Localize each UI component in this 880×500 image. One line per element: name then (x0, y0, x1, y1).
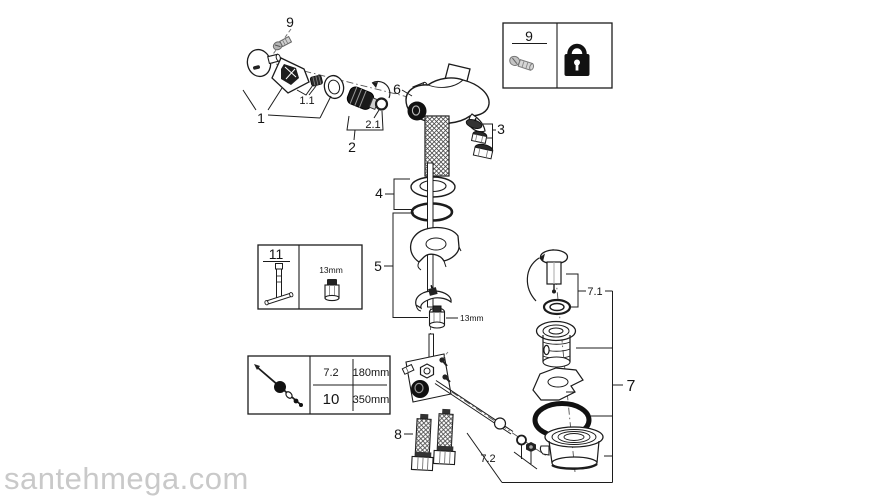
lock-box-number: 9 (525, 28, 533, 44)
bracket-7 (502, 291, 623, 483)
callout-1-1: 1.1 (299, 95, 314, 107)
faucet-shank (424, 115, 450, 177)
mounting-tool-icon (264, 263, 294, 306)
popup-rod-icon (254, 364, 303, 407)
drain-flange (535, 320, 577, 368)
callout-2: 2 (348, 139, 356, 155)
handle-screw (270, 28, 293, 58)
callout-8: 8 (394, 426, 402, 442)
tool-box-nut-size: 13mm (319, 265, 343, 275)
tool-info-box (257, 244, 363, 310)
popup-lever-assembly (401, 333, 452, 403)
callout-7-1: 7.1 (587, 286, 602, 298)
callout-7: 7 (627, 378, 636, 395)
mounting-plate (409, 226, 462, 271)
handle-cap (246, 48, 281, 78)
curved-washer (415, 285, 452, 312)
callout-3: 3 (497, 121, 505, 137)
callout-7-2: 7.2 (480, 453, 495, 465)
length-row2-ref: 10 (323, 391, 340, 408)
lock-info-box (502, 22, 613, 89)
wedge-gasket (532, 367, 584, 401)
drain-plug (526, 249, 569, 302)
bracket-7-2 (466, 432, 538, 483)
callout-4: 4 (375, 185, 383, 201)
drain-cup (539, 426, 604, 470)
chrome-ring (323, 74, 345, 100)
handle-adapter (309, 74, 323, 87)
length-row1-ref: 7.2 (323, 367, 338, 379)
screw-icon (509, 55, 535, 71)
length-row2-value: 350mm (353, 394, 390, 406)
handle-cone (271, 57, 314, 96)
padlock-icon (564, 43, 590, 76)
watermark: santehmega.com (4, 461, 249, 496)
callout-2-1: 2.1 (365, 119, 380, 131)
tool-box-number: 11 (269, 246, 284, 262)
length-row1-value: 180mm (353, 367, 390, 379)
supply-hoses (404, 408, 456, 472)
bracket-4 (385, 178, 412, 210)
cartridge-oring (374, 97, 389, 111)
popup-rod (434, 380, 536, 452)
bracket-7-1 (566, 273, 613, 308)
callout-leaders-handle (242, 85, 384, 141)
nut-13mm-icon (324, 279, 340, 302)
callout-6: 6 (393, 81, 401, 97)
callout-1: 1 (257, 110, 265, 126)
nut-size-label: 13mm (460, 313, 484, 323)
callout-5: 5 (374, 258, 382, 274)
bracket-5 (384, 212, 428, 318)
aerator-parts (465, 118, 496, 160)
callout-9: 9 (286, 14, 294, 30)
mounting-nut (428, 305, 446, 329)
drain-plug-gasket (542, 298, 572, 316)
rod-length-info-box (247, 355, 391, 415)
